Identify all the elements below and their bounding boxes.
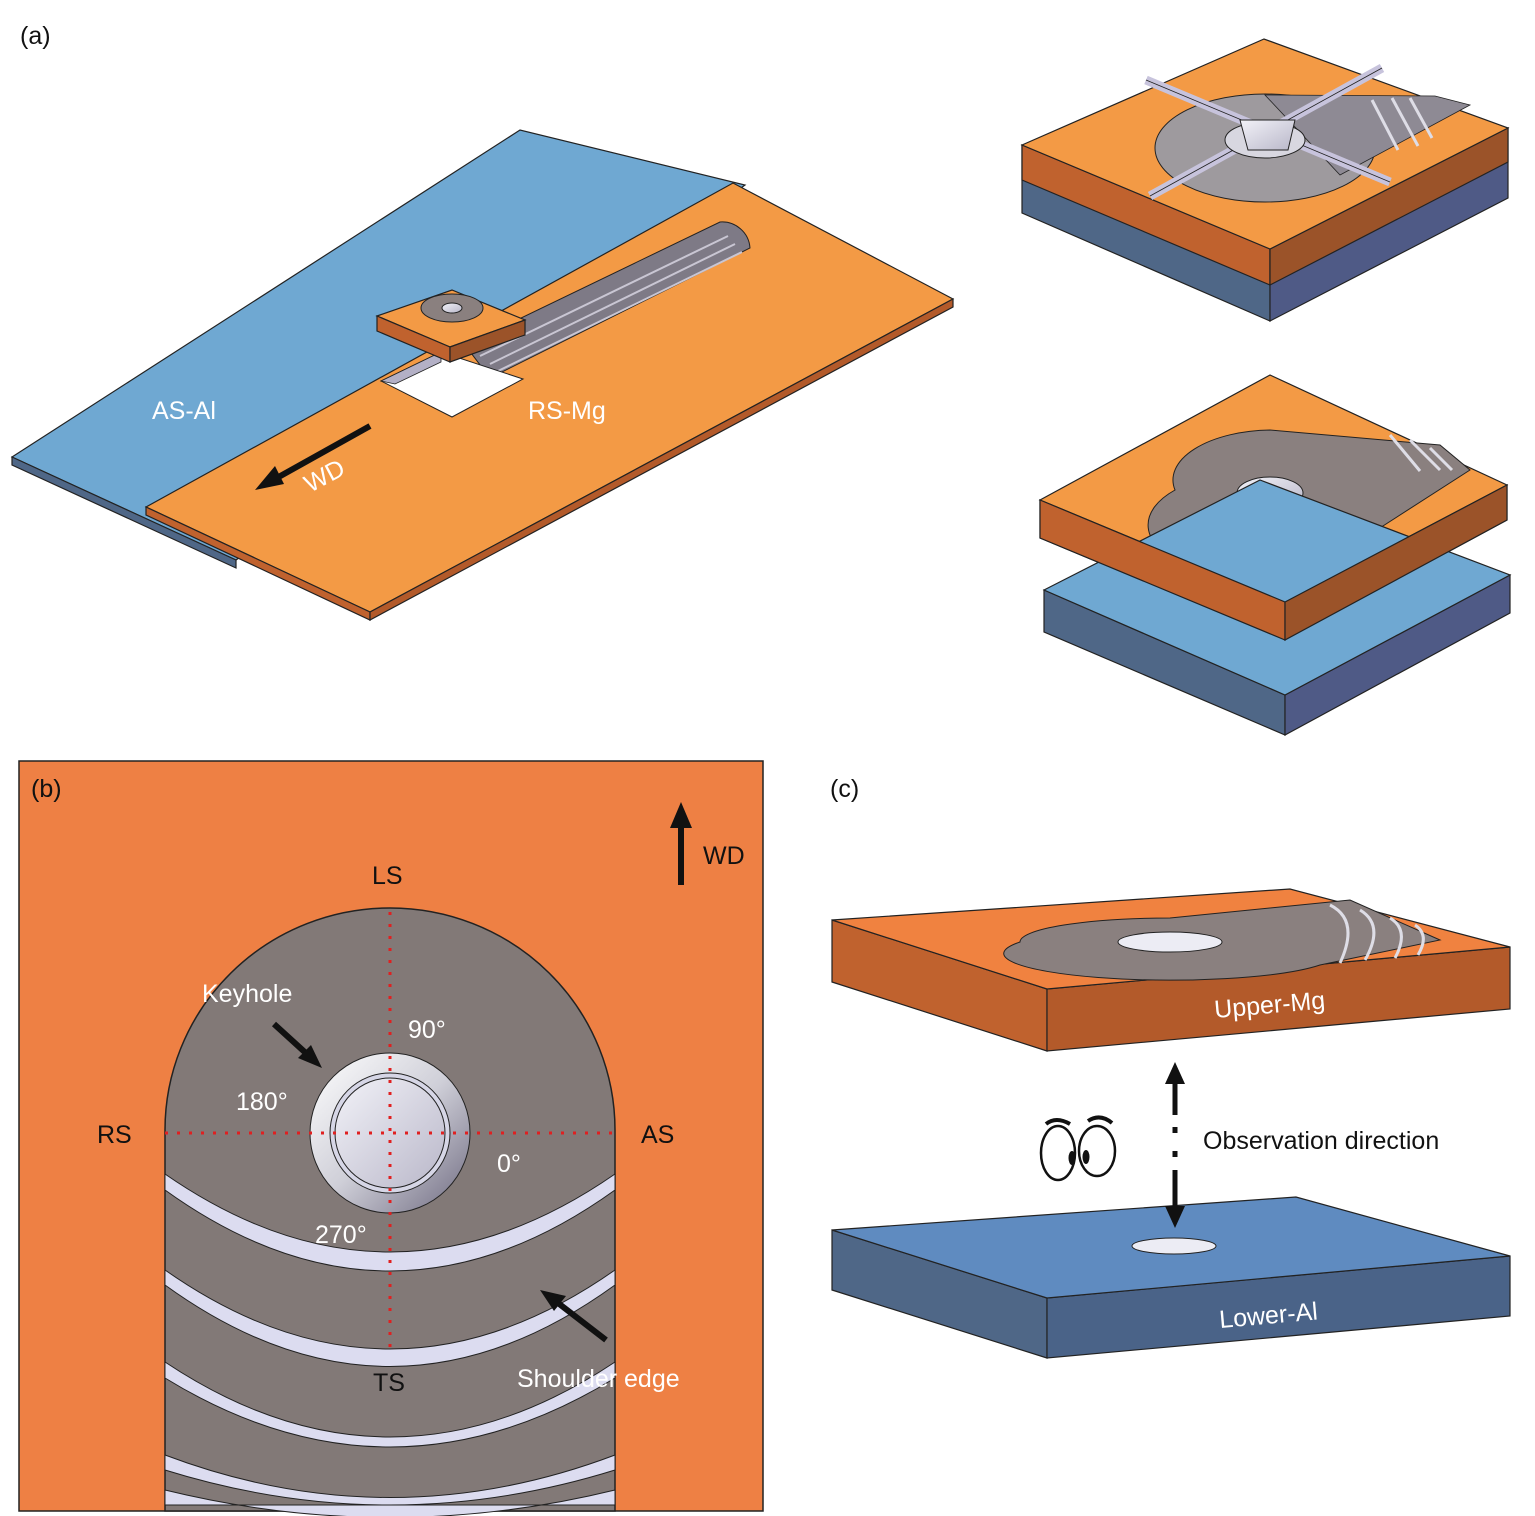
- ts-label: TS: [373, 1369, 405, 1397]
- exploded-lower: [1039, 479, 1512, 737]
- panel-b: (b) WD LS TS RS AS 90° 18: [18, 760, 764, 1516]
- panel-c: (c) Upper-Mg Lower-Al Observ: [830, 775, 1511, 1359]
- panel-c-label: (c): [830, 775, 859, 803]
- ls-label: LS: [372, 862, 403, 890]
- shoulder-arrow: [540, 1290, 608, 1343]
- panel-b-label: (b): [31, 775, 62, 803]
- mg-plate: [144, 182, 955, 622]
- as-al-label: AS-Al: [152, 397, 216, 425]
- wd-arrow: [255, 423, 372, 490]
- observation-label: Observation direction: [1203, 1127, 1439, 1155]
- keyhole-label: Keyhole: [202, 980, 292, 1008]
- panel-a-label: (a): [20, 22, 51, 50]
- as-label: AS: [641, 1121, 674, 1149]
- shoulder-marks: [164, 1173, 616, 1516]
- angle-90: 90°: [408, 1016, 446, 1044]
- sample-block: [375, 289, 527, 363]
- al-plate: [10, 129, 747, 569]
- rs-label: RS: [97, 1121, 132, 1149]
- angle-0: 0°: [497, 1150, 521, 1178]
- shoulder-edge-label: Shoulder edge: [517, 1365, 680, 1393]
- sectioned-block: [1020, 38, 1510, 322]
- observation-arrow: [1165, 1062, 1185, 1228]
- wd-arrow-b: [670, 802, 692, 885]
- wd-label-b: WD: [703, 842, 745, 870]
- cutout: [379, 351, 525, 418]
- weld-track: [464, 221, 751, 379]
- eyes-icon: [1039, 1115, 1117, 1182]
- keyhole: [309, 1052, 471, 1214]
- angle-270: 270°: [315, 1221, 367, 1249]
- panel-a: (a): [10, 22, 1512, 737]
- angle-180: 180°: [236, 1088, 288, 1116]
- lower-al-plate: [831, 1196, 1511, 1359]
- upper-mg-plate: [831, 888, 1511, 1052]
- rs-mg-label: RS-Mg: [528, 397, 606, 425]
- keyhole-arrow: [271, 1021, 322, 1068]
